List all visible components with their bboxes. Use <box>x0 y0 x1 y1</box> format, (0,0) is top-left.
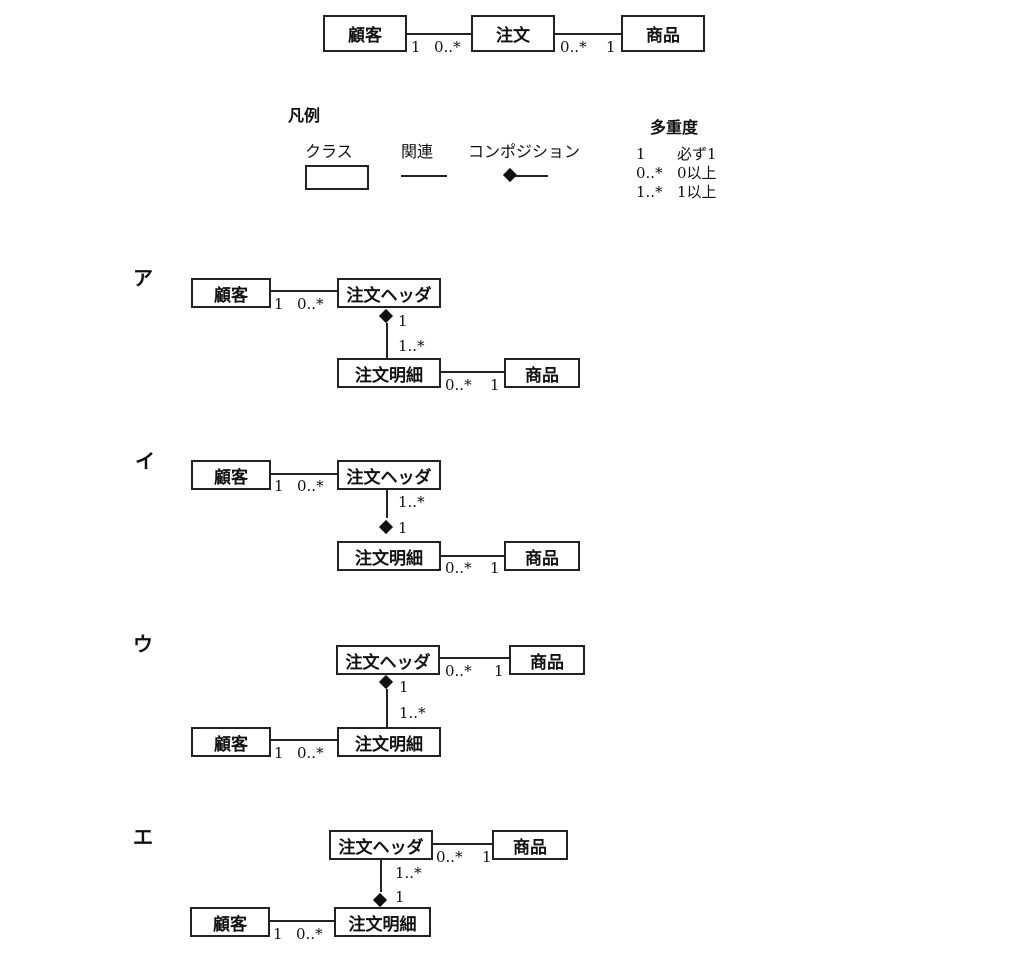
class-order-detail: 注文明細 <box>337 358 441 388</box>
mult-label: 0..* <box>445 376 472 394</box>
mult-label: 1 <box>398 312 408 330</box>
mult-label: 1 <box>490 559 500 577</box>
mult-label: 1 <box>273 925 283 943</box>
legend-comp-line <box>515 175 548 177</box>
mult-label: 1..* <box>398 337 425 355</box>
mult-label: 1 <box>395 888 405 906</box>
composition-line <box>380 860 382 892</box>
mult-label: 0..* <box>297 295 324 313</box>
mult-label: 1 <box>274 744 284 762</box>
mult-label: 0..* <box>445 559 472 577</box>
mult-label: 1 <box>490 376 500 394</box>
mult-label: 0..* <box>297 744 324 762</box>
class-order-detail: 注文明細 <box>334 907 431 937</box>
composition-diamond <box>378 674 394 690</box>
class-product: 商品 <box>504 358 580 388</box>
class-order-detail: 注文明細 <box>337 727 441 757</box>
composition-diamond <box>372 892 388 908</box>
option-label: エ <box>133 825 153 849</box>
legend-assoc-symbol <box>401 175 447 177</box>
assoc-line <box>270 920 334 922</box>
composition-diamond <box>378 519 394 535</box>
class-order-header: 注文ヘッダ <box>337 278 441 308</box>
mult-label: 1..* <box>395 864 422 882</box>
legend-mult-meaning: 0以上 <box>677 164 717 182</box>
class-product: 商品 <box>492 830 568 860</box>
legend-comp-label: コンポジション <box>468 142 581 161</box>
class-product-top: 商品 <box>621 15 705 52</box>
mult-label: 0..* <box>297 477 324 495</box>
legend-title: 凡例 <box>288 106 321 125</box>
option-label: ウ <box>133 632 153 656</box>
mult-label: 0..* <box>296 925 323 943</box>
mult-label: 1 <box>411 38 421 56</box>
option-label: イ <box>135 449 155 473</box>
legend-mult-meaning: 必ず1 <box>677 145 717 163</box>
class-customer: 顧客 <box>190 907 270 937</box>
class-customer: 顧客 <box>191 460 271 490</box>
legend-mult-value: 1..* <box>636 183 663 201</box>
mult-label: 1 <box>274 477 284 495</box>
assoc-order-product-top <box>555 33 621 35</box>
legend-mult-value: 1 <box>636 145 646 163</box>
legend-mult-meaning: 1以上 <box>677 183 717 201</box>
composition-line <box>386 490 388 518</box>
class-order-header: 注文ヘッダ <box>329 830 433 860</box>
mult-label: 1 <box>398 519 408 537</box>
class-order-detail: 注文明細 <box>337 541 441 571</box>
class-order-header: 注文ヘッダ <box>336 645 440 675</box>
assoc-customer-order-top <box>407 33 471 35</box>
class-product: 商品 <box>504 541 580 571</box>
assoc-line <box>440 657 509 659</box>
assoc-line <box>441 555 504 557</box>
legend-mult-title: 多重度 <box>650 118 699 137</box>
assoc-line <box>441 371 504 373</box>
assoc-line <box>433 843 492 845</box>
mult-label: 1 <box>494 662 504 680</box>
legend-mult-value: 0..* <box>636 164 663 182</box>
assoc-line <box>271 290 337 292</box>
mult-label: 0..* <box>434 38 461 56</box>
composition-line <box>386 689 388 728</box>
mult-label: 1 <box>606 38 616 56</box>
class-product: 商品 <box>509 645 585 675</box>
assoc-line <box>271 473 337 475</box>
assoc-line <box>271 739 337 741</box>
composition-line <box>386 323 388 358</box>
mult-label: 1..* <box>399 704 426 722</box>
mult-label: 1 <box>482 848 492 866</box>
class-customer: 顧客 <box>191 278 271 308</box>
legend-class-label: クラス <box>305 142 353 161</box>
mult-label: 0..* <box>436 848 463 866</box>
mult-label: 0..* <box>445 662 472 680</box>
composition-diamond <box>378 308 394 324</box>
option-label: ア <box>133 266 153 290</box>
mult-label: 1..* <box>398 493 425 511</box>
mult-label: 1 <box>274 295 284 313</box>
class-order-header: 注文ヘッダ <box>337 460 441 490</box>
class-customer: 顧客 <box>191 727 271 757</box>
mult-label: 0..* <box>560 38 587 56</box>
mult-label: 1 <box>399 678 409 696</box>
legend-class-symbol <box>305 165 369 190</box>
class-customer-top: 顧客 <box>323 15 407 52</box>
class-order-top: 注文 <box>471 15 555 52</box>
legend-assoc-label: 関連 <box>401 142 434 161</box>
